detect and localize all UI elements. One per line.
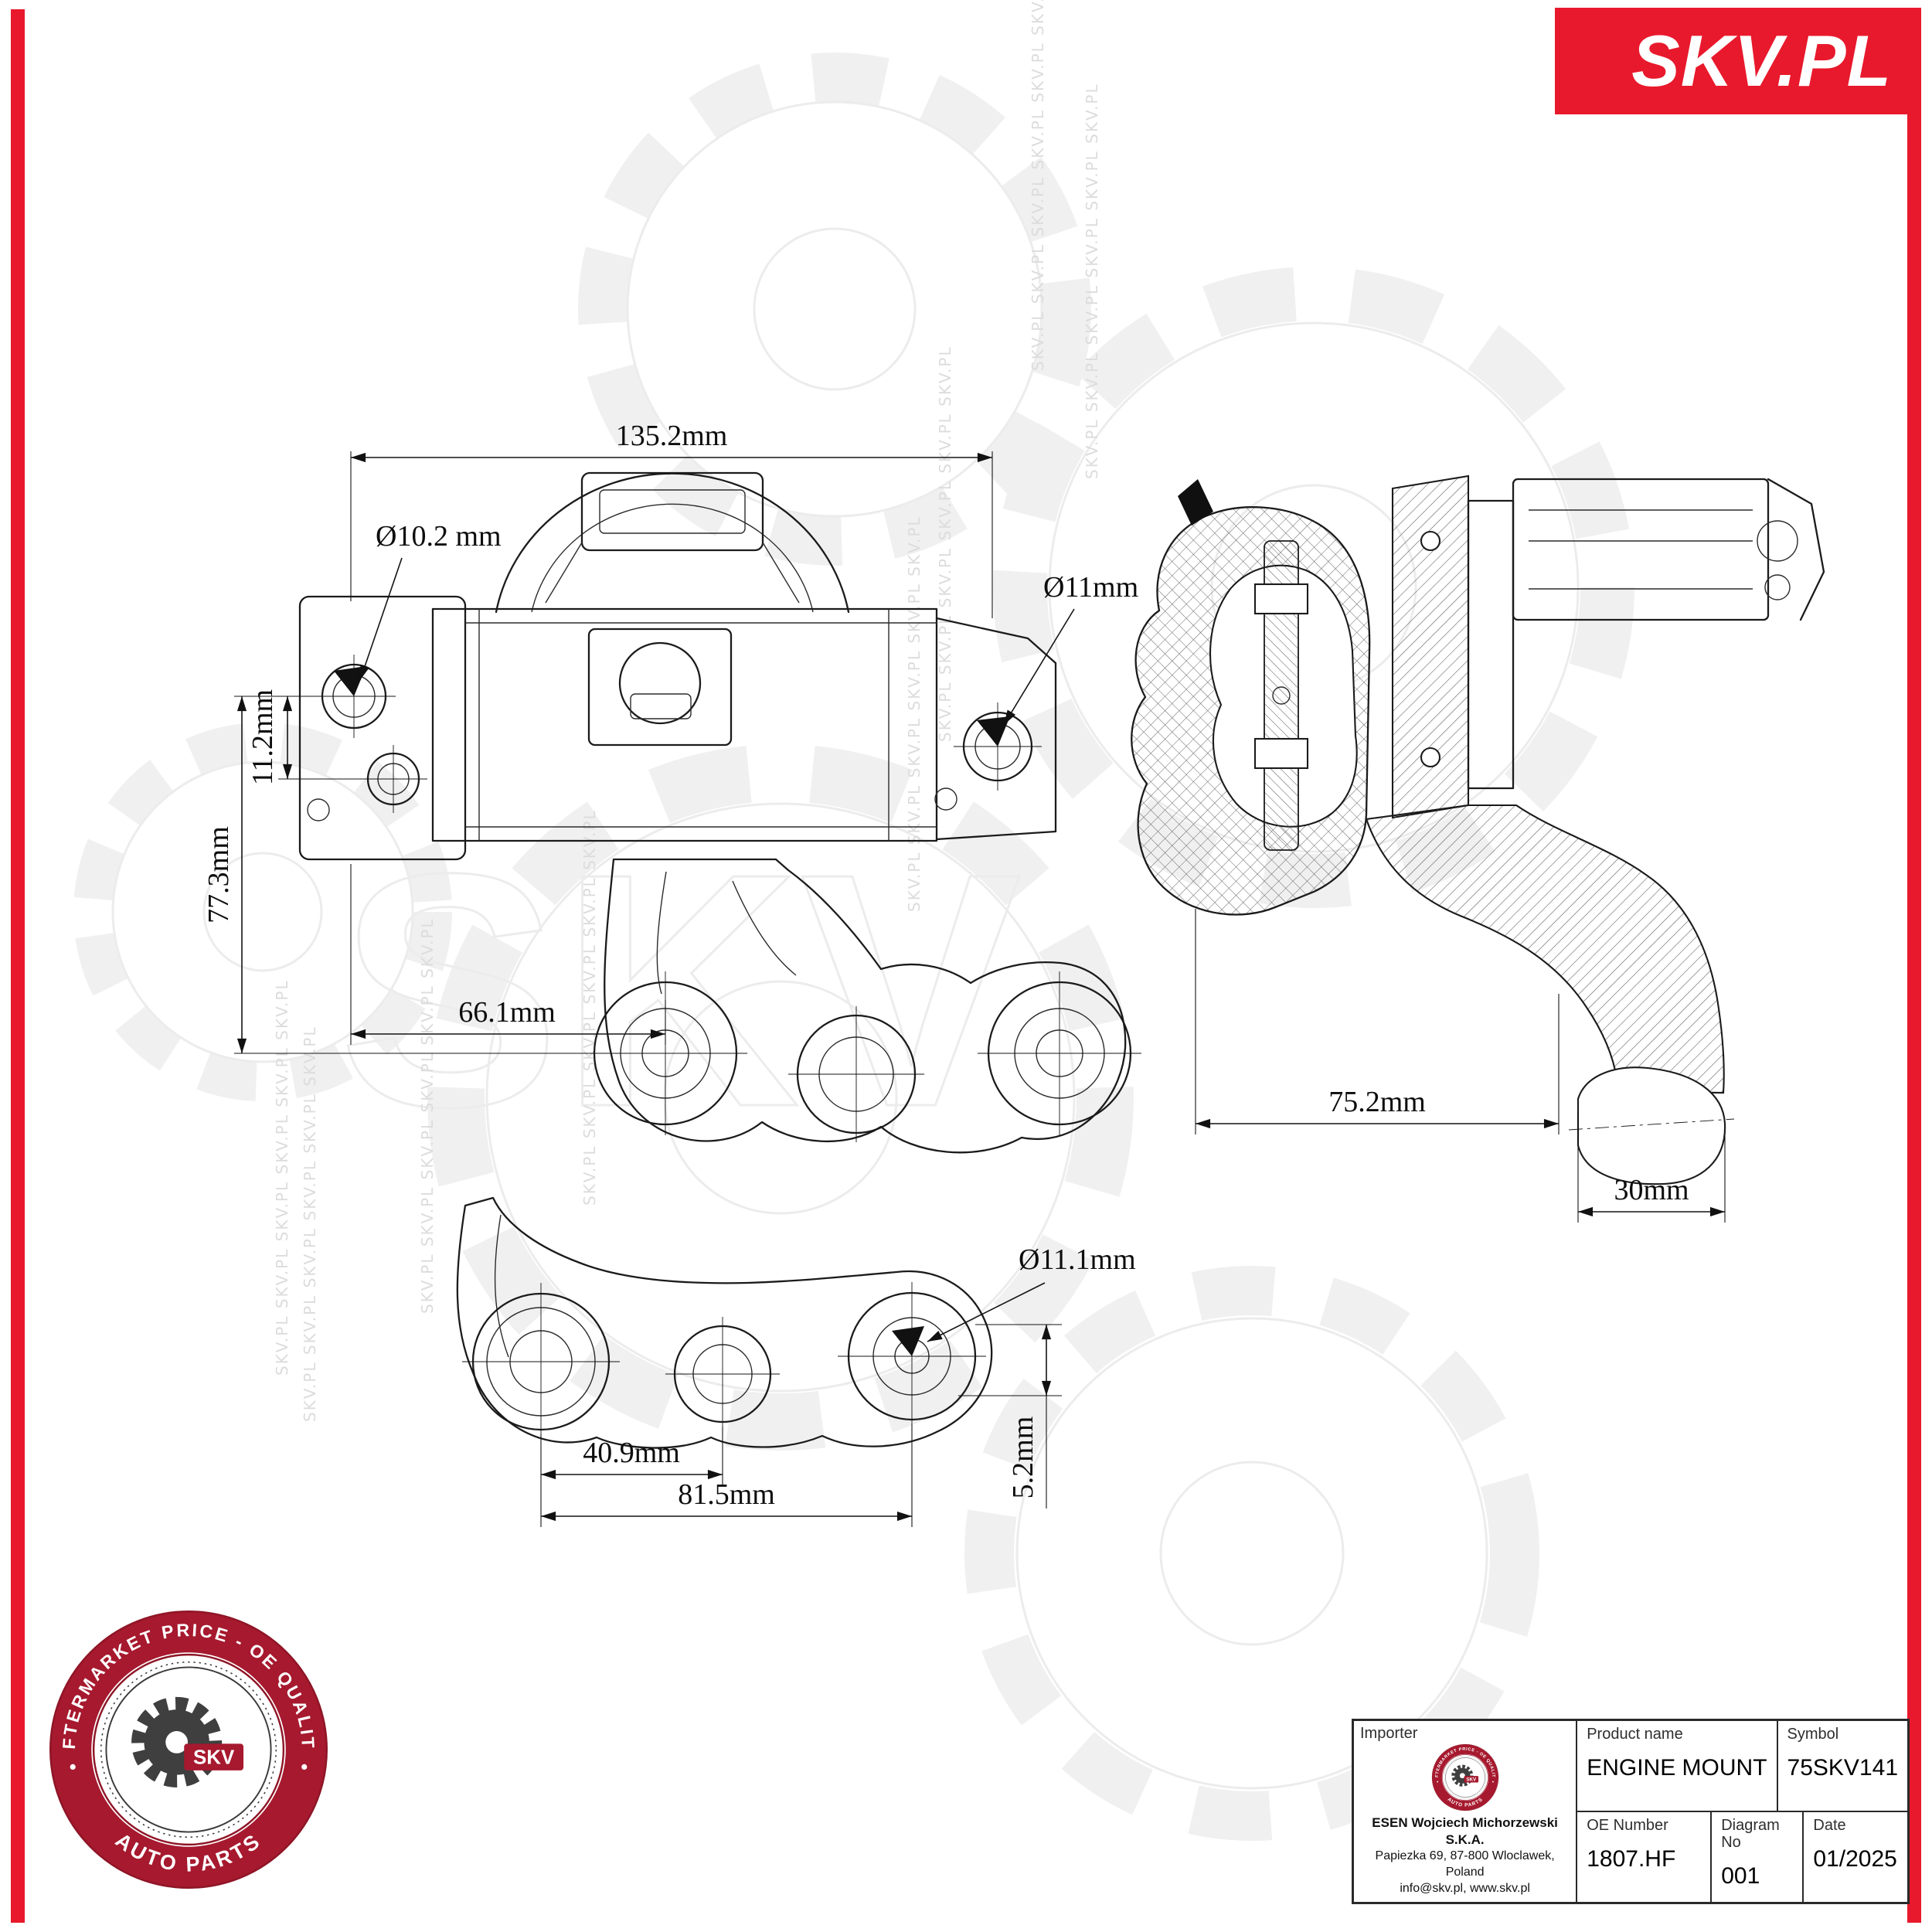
- company-address: Papiezka 69, 87-800 Wloclawek, Poland: [1375, 1849, 1555, 1879]
- dim-front-overall-width: 135.2mm: [616, 420, 728, 452]
- quality-stamp-graphic: [50, 1611, 326, 1887]
- brand-logo-text: SKV.PL: [1631, 20, 1892, 101]
- symbol-label: Symbol: [1787, 1726, 1839, 1743]
- gear-watermark: [73, 723, 452, 1101]
- date-label: Date: [1813, 1817, 1846, 1834]
- tiled-text-watermark: SKV.PL SKV.PL SKV.PL SKV.PL SKV.PL SKV.P…: [301, 1026, 319, 1422]
- bottom-view-dimensions: Ø11.1mm 5.2mm 40.9mm 81.5mm: [540, 1243, 1136, 1527]
- side-view-foot: [1577, 1066, 1726, 1185]
- diagram-no-cell: Diagram No 001: [1710, 1812, 1802, 1902]
- company-name: ESEN Wojciech Michorzewski S.K.A.: [1372, 1815, 1558, 1848]
- left-red-bar: [11, 9, 25, 1923]
- company-contact: info@skv.pl, www.skv.pl: [1400, 1881, 1530, 1895]
- engine-mount-bottom-view: [456, 1196, 993, 1449]
- dim-front-boss-offset: 66.1mm: [458, 996, 556, 1029]
- dim-front-overall-height: 77.3mm: [202, 826, 235, 923]
- title-block-fields: Product name ENGINE MOUNT Symbol 75SKV14…: [1577, 1721, 1907, 1902]
- tiled-text-watermark: SKV.PL SKV.PL SKV.PL SKV.PL SKV.PL SKV.P…: [418, 917, 437, 1314]
- side-view-dimensions: 75.2mm 30mm: [1195, 909, 1726, 1223]
- date-cell: Date 01/2025: [1802, 1812, 1907, 1902]
- title-block: Importer ESEN Wojciech Michorzewski S.K.…: [1352, 1719, 1910, 1904]
- product-name-cell: Product name ENGINE MOUNT: [1577, 1721, 1776, 1811]
- title-block-row-2: OE Number 1807.HF Diagram No 001 Date 01…: [1577, 1812, 1907, 1902]
- dim-front-hole-offset: 11.2mm: [247, 689, 279, 785]
- tiled-text-watermark: SKV.PL SKV.PL SKV.PL SKV.PL SKV.PL SKV.P…: [273, 979, 291, 1376]
- gear-watermark: [964, 1266, 1539, 1841]
- diagram-no-value: 001: [1721, 1863, 1760, 1889]
- big-text-watermark: SKV: [338, 805, 1023, 1176]
- symbol-value: 75SKV141: [1787, 1755, 1898, 1781]
- quality-stamp: [40, 1601, 337, 1898]
- tiled-text-watermark: SKV.PL SKV.PL SKV.PL SKV.PL SKV.PL SKV.P…: [905, 515, 923, 912]
- product-name-value: ENGINE MOUNT: [1587, 1755, 1767, 1781]
- importer-stamp-logo: [1430, 1742, 1501, 1813]
- dim-front-right-hole: Ø11mm: [1043, 571, 1138, 604]
- front-view-dimensions: 135.2mm Ø10.2 mm Ø11mm 11.2mm 77.3mm 66.…: [202, 420, 1138, 1054]
- dim-side-body-width: 75.2mm: [1328, 1086, 1426, 1118]
- importer-details: ESEN Wojciech Michorzewski S.K.A. Papiez…: [1360, 1815, 1570, 1897]
- symbol-cell: Symbol 75SKV141: [1776, 1721, 1907, 1811]
- tiled-text-watermark: SKV.PL SKV.PL SKV.PL SKV.PL SKV.PL SKV.P…: [1029, 0, 1047, 371]
- dim-bottom-hole-dia: Ø11.1mm: [1019, 1243, 1136, 1276]
- dim-bottom-edge-offset: 5.2mm: [1007, 1417, 1039, 1499]
- engine-mount-front-view: [298, 471, 1141, 1154]
- dim-side-foot-width: 30mm: [1614, 1174, 1689, 1206]
- dim-front-left-hole: Ø10.2 mm: [376, 520, 502, 553]
- tiled-text-watermark: SKV.PL SKV.PL SKV.PL SKV.PL SKV.PL SKV.P…: [580, 809, 599, 1206]
- oe-number-label: OE Number: [1587, 1817, 1668, 1834]
- importer-cell: Importer ESEN Wojciech Michorzewski S.K.…: [1354, 1721, 1578, 1902]
- dim-bottom-spacing-outer: 81.5mm: [678, 1478, 775, 1511]
- gear-watermark: [427, 744, 1134, 1451]
- oe-number-cell: OE Number 1807.HF: [1577, 1812, 1710, 1902]
- brand-banner: SKV.PL: [1555, 8, 1921, 114]
- importer-stamp-graphic: [1432, 1744, 1498, 1811]
- right-red-bar: [1907, 9, 1921, 1923]
- diagram-no-label: Diagram No: [1721, 1817, 1780, 1851]
- importer-label: Importer: [1360, 1725, 1418, 1742]
- dim-bottom-spacing-inner: 40.9mm: [583, 1437, 680, 1469]
- product-name-label: Product name: [1587, 1726, 1683, 1743]
- date-value: 01/2025: [1813, 1846, 1897, 1872]
- title-block-row-1: Product name ENGINE MOUNT Symbol 75SKV14…: [1577, 1721, 1907, 1812]
- engine-mount-side-view: [1131, 474, 1825, 1185]
- tiled-text-watermark: SKV.PL SKV.PL SKV.PL SKV.PL SKV.PL SKV.P…: [1083, 83, 1101, 479]
- oe-number-value: 1807.HF: [1587, 1846, 1676, 1872]
- tiled-text-watermark: SKV.PL SKV.PL SKV.PL SKV.PL SKV.PL SKV.P…: [936, 345, 954, 742]
- gear-watermark: [578, 53, 1091, 566]
